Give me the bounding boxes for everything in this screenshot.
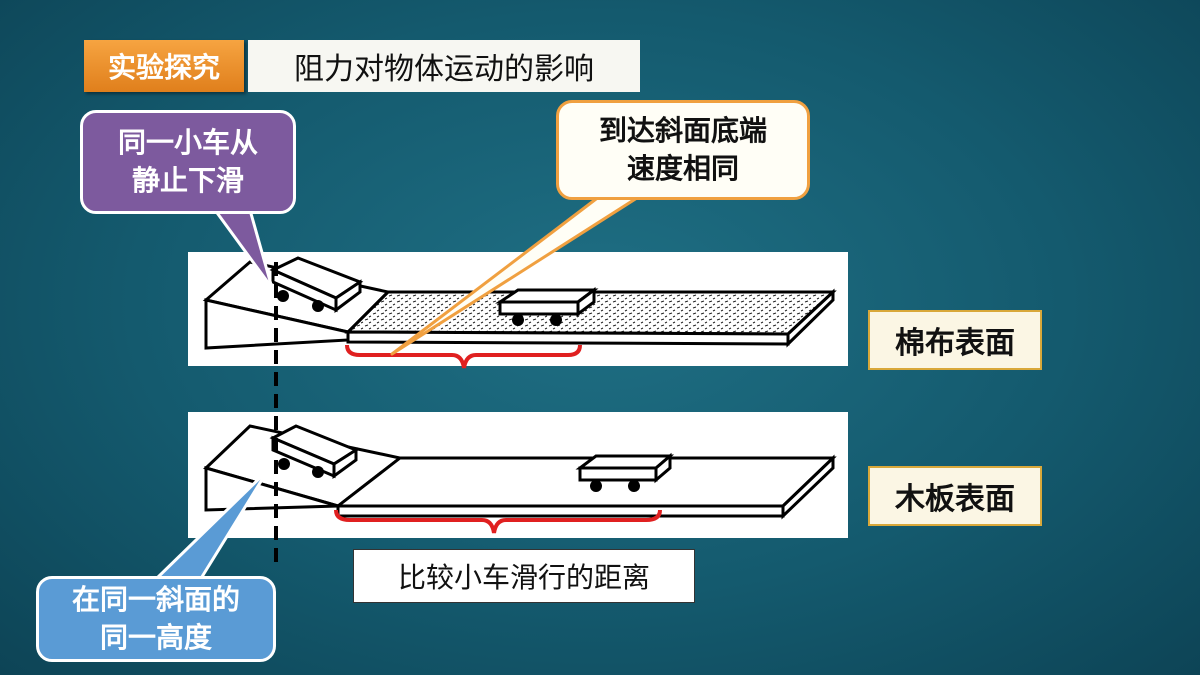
board-front: [346, 330, 790, 346]
wood-track-drawing: [203, 424, 837, 520]
same-height-line2: 同一高度: [99, 621, 212, 654]
same-cart-callout: 同一小车从 静止下滑: [80, 110, 296, 214]
wood-track-panel: [188, 412, 848, 538]
cart-on-ramp: [269, 424, 360, 479]
cotton-track-drawing: [202, 256, 837, 350]
board-end: [781, 454, 835, 520]
same-speed-callout: 到达斜面底端 速度相同: [556, 100, 810, 200]
same-cart-line2: 静止下滑: [131, 164, 244, 197]
board-front: [336, 504, 785, 518]
cart-on-wood: [575, 452, 675, 492]
same-height-line1: 在同一斜面的: [71, 583, 240, 616]
board-end: [786, 288, 835, 348]
same-speed-line2: 速度相同: [626, 152, 739, 185]
same-speed-line1: 到达斜面底端: [598, 114, 767, 147]
experiment-tag: 实验探究: [84, 40, 244, 92]
wood-surface-label: 木板表面: [868, 466, 1042, 526]
cotton-surface-label: 棉布表面: [868, 310, 1042, 370]
same-cart-line1: 同一小车从: [117, 126, 258, 159]
compare-distance-label: 比较小车滑行的距离: [353, 549, 695, 603]
cotton-track-panel: [188, 252, 848, 366]
same-height-callout: 在同一斜面的 同一高度: [36, 576, 276, 662]
page-title: 阻力对物体运动的影响: [248, 40, 640, 92]
